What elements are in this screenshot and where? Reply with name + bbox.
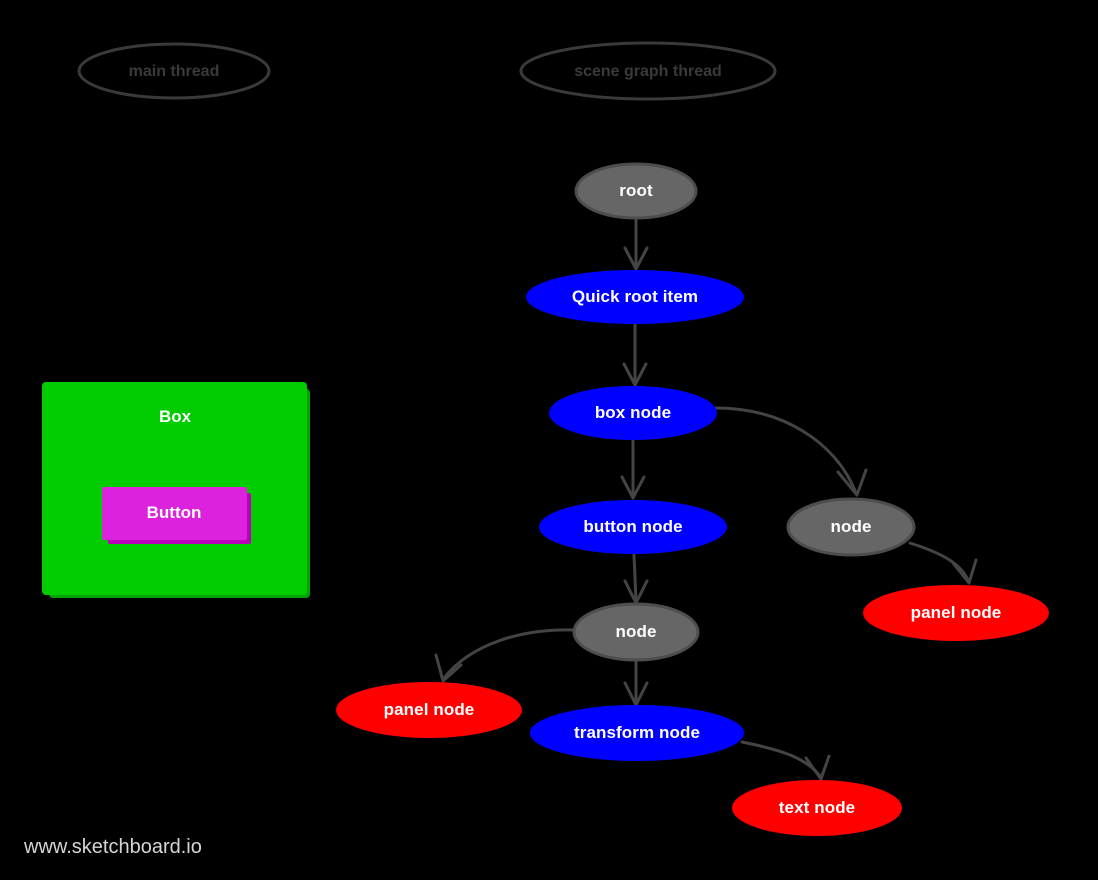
node-box-node[interactable] xyxy=(549,386,717,440)
sketchboard-watermark: www.sketchboard.io xyxy=(24,836,202,858)
node-transform-node[interactable] xyxy=(530,705,744,761)
node-right-node[interactable] xyxy=(786,497,916,557)
node-root[interactable] xyxy=(574,162,698,220)
node-right-panel-node[interactable] xyxy=(863,585,1049,641)
edge-mid-node-to-transform-node xyxy=(623,658,649,707)
node-mid-node[interactable] xyxy=(572,602,700,662)
edge-mid-node-to-left-panel-node xyxy=(434,628,578,683)
edge-right-node-to-right-panel-node xyxy=(908,541,978,585)
node-text-node[interactable] xyxy=(732,780,902,836)
edge-root-to-quick-root-item xyxy=(623,217,649,271)
node-left-panel-node[interactable] xyxy=(336,682,522,738)
edge-transform-node-to-text-node xyxy=(740,740,831,781)
thread-ellipse-scene-graph-thread[interactable] xyxy=(519,41,777,101)
edge-button-node-to-mid-node xyxy=(623,553,649,605)
node-quick-root-item[interactable] xyxy=(526,270,744,324)
edge-box-node-to-right-node xyxy=(714,406,868,497)
edge-quick-root-item-to-box-node xyxy=(622,323,648,387)
edge-layer xyxy=(434,217,978,781)
button-widget[interactable] xyxy=(102,487,247,540)
edge-box-node-to-button-node xyxy=(620,439,646,500)
thread-ellipse-main-thread[interactable] xyxy=(77,42,271,100)
node-button-node[interactable] xyxy=(539,500,727,554)
